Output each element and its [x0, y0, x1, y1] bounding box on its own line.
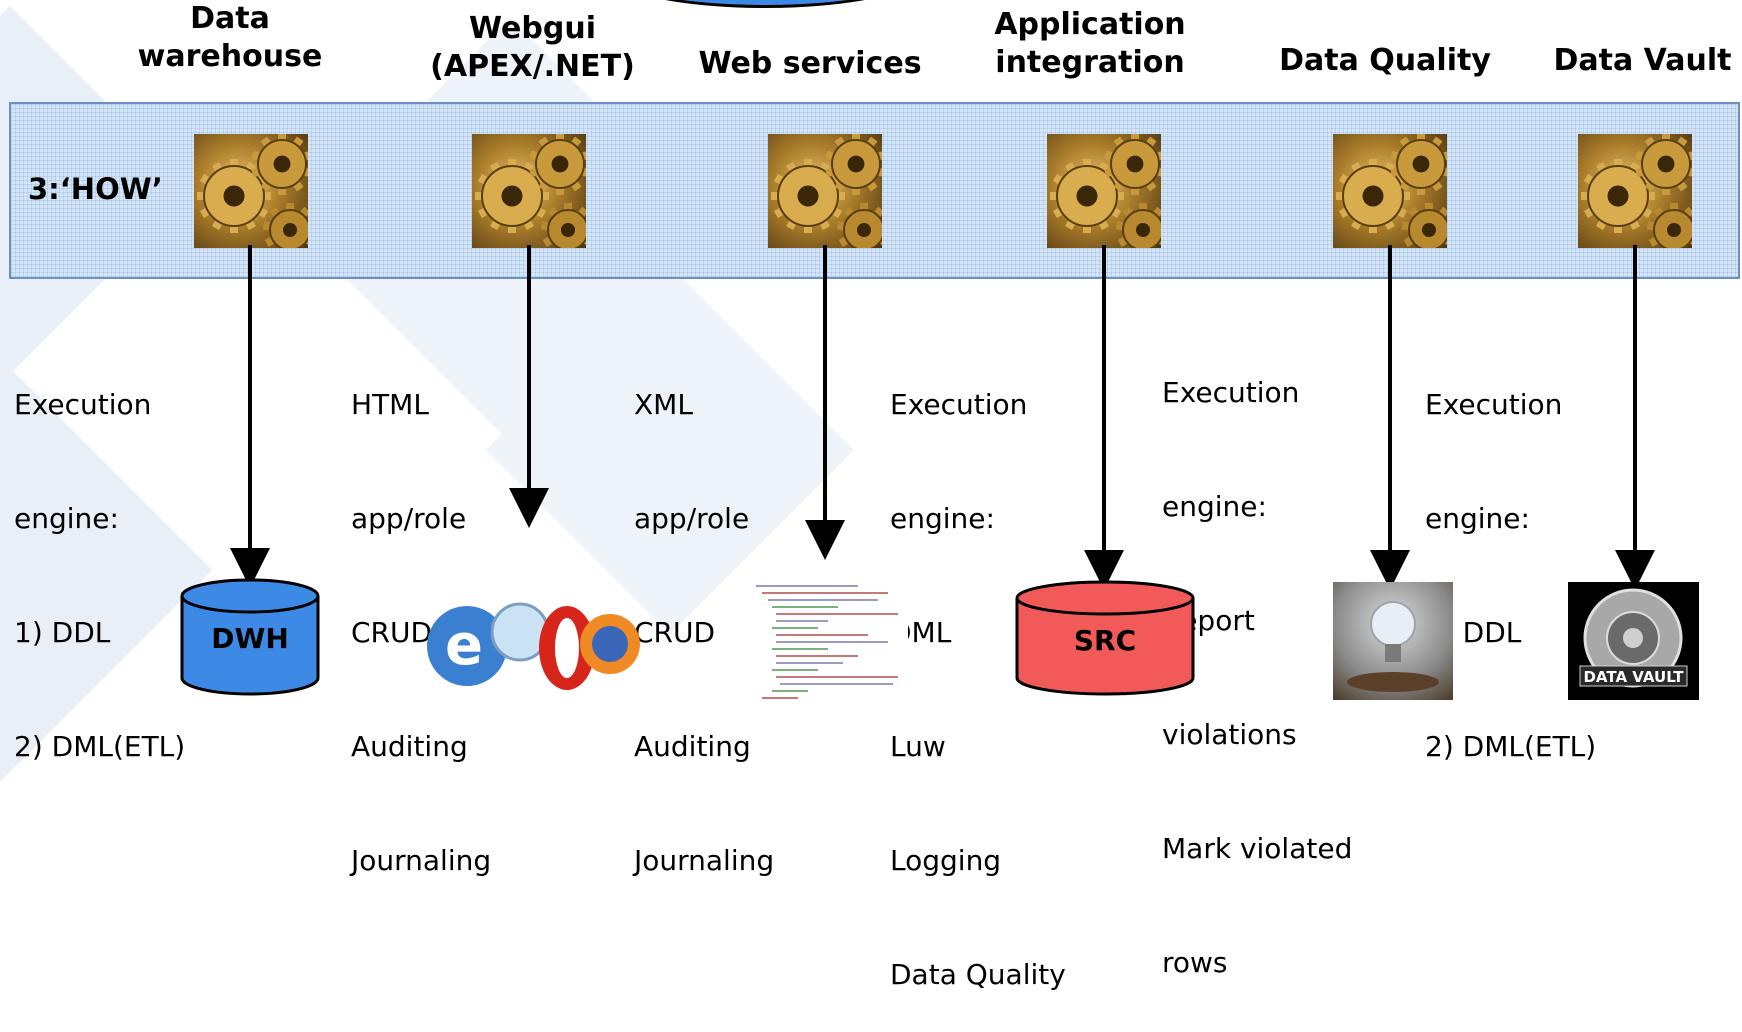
cylinder-shape — [180, 578, 320, 696]
heading-data-quality: Data Quality — [1279, 43, 1491, 78]
dwh-label: DWH — [211, 622, 289, 655]
data-vault-text: DATA VAULT — [1583, 668, 1684, 686]
dwh-cylinder: DWH — [180, 578, 320, 696]
gear-shape — [1581, 134, 1692, 248]
gears-icon — [472, 134, 586, 248]
gears-icon — [768, 134, 882, 248]
src-cylinder: SRC — [1015, 580, 1195, 696]
heading-data-warehouse: Data warehouse — [137, 1, 323, 74]
how-label: 3:‘HOW’ — [28, 172, 163, 206]
gears-icon — [1047, 134, 1161, 248]
heading-data-vault: Data Vault — [1553, 43, 1732, 78]
gears-icon — [1333, 134, 1447, 248]
desc-data-vault: Execution engine: 1) DDL 2) DML(ETL) — [1425, 388, 1597, 763]
data-vault-icon: DATA VAULT — [1568, 582, 1699, 700]
svg-text:e: e — [445, 613, 483, 678]
desc-data-warehouse: Execution engine: 1) DDL 2) DML(ETL) — [14, 388, 186, 763]
arrows-layer — [230, 245, 1655, 590]
cylinder-shape — [1015, 580, 1195, 696]
gear-shape — [1050, 134, 1161, 248]
browser-logos-icon: e — [412, 566, 644, 707]
gear-shape — [197, 134, 308, 248]
heading-webgui: Webgui (APEX/.NET) — [430, 11, 635, 84]
lightbulb-icon — [1333, 582, 1453, 700]
gears-icon — [1578, 134, 1692, 248]
heading-web-services: Web services — [698, 46, 922, 81]
gear-shape — [771, 134, 882, 248]
gear-shape — [1336, 134, 1447, 248]
xml-document-icon — [748, 580, 908, 707]
heading-application-integration: Application integration — [994, 7, 1186, 80]
gear-shape — [475, 134, 586, 248]
gears-icon — [194, 134, 308, 248]
src-label: SRC — [1073, 624, 1137, 657]
